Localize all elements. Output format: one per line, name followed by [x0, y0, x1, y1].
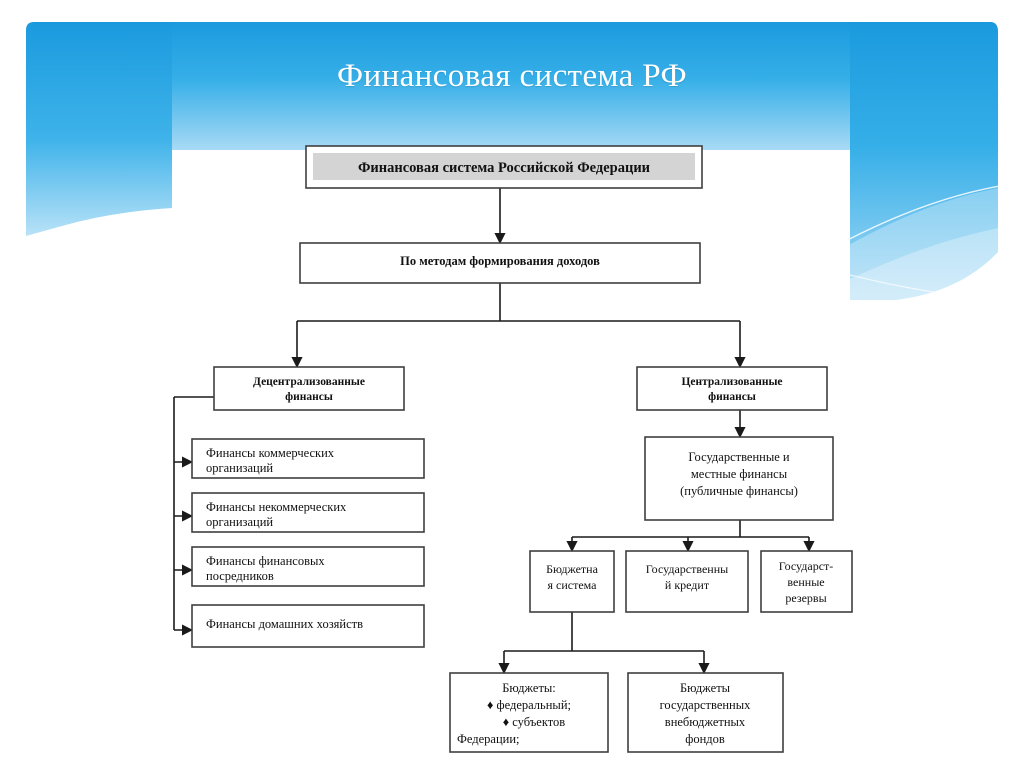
- node-extrabudget-label-4: фондов: [685, 732, 725, 746]
- node-noncommercial-box: [191, 492, 425, 533]
- node-households-label-1: Финансы домашних хозяйств: [206, 617, 363, 631]
- banner-top-bar: [34, 22, 998, 150]
- node-root[interactable]: Финансовая система Российской Федерации: [305, 145, 703, 189]
- node-public-finance-label-2: местные финансы: [691, 467, 788, 481]
- node-decentralized-box: [213, 366, 405, 411]
- swoosh-hairline: [850, 183, 998, 247]
- node-public-finance-box: [644, 436, 834, 521]
- node-centralized-box: [636, 366, 828, 411]
- node-state-credit-label-2: й кредит: [665, 578, 710, 592]
- node-decentralized-label-2: финансы: [285, 391, 333, 403]
- node-noncommercial[interactable]: Финансы некоммерческих организаций: [191, 492, 425, 533]
- banner-left-tab: [26, 22, 172, 236]
- node-intermediaries-label-1: Финансы финансовых: [206, 554, 325, 568]
- banner-right-panel: [850, 22, 998, 300]
- node-public-finance[interactable]: Государственные и местные финансы (публи…: [644, 436, 834, 521]
- node-commercial-box: [191, 438, 425, 479]
- node-budgets-label-2: ♦ федеральный;: [487, 698, 571, 712]
- node-intermediaries-box: [191, 546, 425, 587]
- node-budgets-label-3: ♦ субъектов: [503, 715, 565, 729]
- node-budgets-box: [449, 672, 609, 753]
- node-public-finance-label-1: Государственные и: [688, 450, 790, 464]
- node-budgets-label-1: Бюджеты:: [502, 681, 556, 695]
- node-noncommercial-label-1: Финансы некоммерческих: [206, 500, 347, 514]
- node-state-reserves[interactable]: Государст- венные резервы: [760, 550, 853, 613]
- page-title: Финансовая система РФ: [337, 58, 687, 94]
- node-budget-system-label-1: Бюджетна: [546, 562, 598, 576]
- connector-group: [173, 188, 815, 675]
- node-root-label: Финансовая система Российской Федерации: [358, 160, 650, 176]
- node-criterion-label: По методам формирования доходов: [400, 254, 600, 268]
- node-state-credit[interactable]: Государственны й кредит: [625, 550, 749, 613]
- node-state-reserves-box: [760, 550, 853, 613]
- node-centralized-label-2: финансы: [708, 391, 756, 403]
- node-budgets-label-4: Федерации;: [457, 732, 520, 746]
- node-commercial-label-2: организаций: [206, 461, 273, 475]
- node-criterion-box: [299, 242, 701, 284]
- node-state-reserves-label-2: венные: [787, 575, 824, 589]
- node-decentralized[interactable]: Децентрализованные финансы: [213, 366, 405, 411]
- node-centralized[interactable]: Централизованные финансы: [636, 366, 828, 411]
- node-state-credit-label-1: Государственны: [646, 562, 728, 576]
- node-extrabudget-box: [627, 672, 784, 753]
- node-extrabudget[interactable]: Бюджеты государственных внебюджетных фон…: [627, 672, 784, 753]
- node-households-box: [191, 604, 425, 648]
- node-root-inner-fill: [313, 153, 695, 180]
- node-criterion[interactable]: По методам формирования доходов: [299, 242, 701, 284]
- node-budget-system[interactable]: Бюджетна я система: [529, 550, 615, 613]
- node-public-finance-label-3: (публичные финансы): [680, 484, 798, 498]
- node-budget-system-box: [529, 550, 615, 613]
- node-state-credit-box: [625, 550, 749, 613]
- node-decentralized-label-1: Децентрализованные: [253, 376, 365, 388]
- node-intermediaries-label-2: посредников: [206, 569, 274, 583]
- node-budget-system-label-2: я система: [547, 578, 597, 592]
- node-state-reserves-label-3: резервы: [785, 591, 826, 605]
- node-extrabudget-label-1: Бюджеты: [680, 681, 731, 695]
- node-commercial[interactable]: Финансы коммерческих организаций: [191, 438, 425, 479]
- node-noncommercial-label-2: организаций: [206, 515, 273, 529]
- node-centralized-label-1: Централизованные: [681, 376, 782, 388]
- node-budgets[interactable]: Бюджеты: ♦ федеральный; ♦ субъектов Феде…: [449, 672, 609, 753]
- node-intermediaries[interactable]: Финансы финансовых посредников: [191, 546, 425, 587]
- node-households[interactable]: Финансы домашних хозяйств: [191, 604, 425, 648]
- node-extrabudget-label-3: внебюджетных: [665, 715, 746, 729]
- node-state-reserves-label-1: Государст-: [779, 559, 834, 573]
- node-extrabudget-label-2: государственных: [660, 698, 752, 712]
- node-commercial-label-1: Финансы коммерческих: [206, 446, 335, 460]
